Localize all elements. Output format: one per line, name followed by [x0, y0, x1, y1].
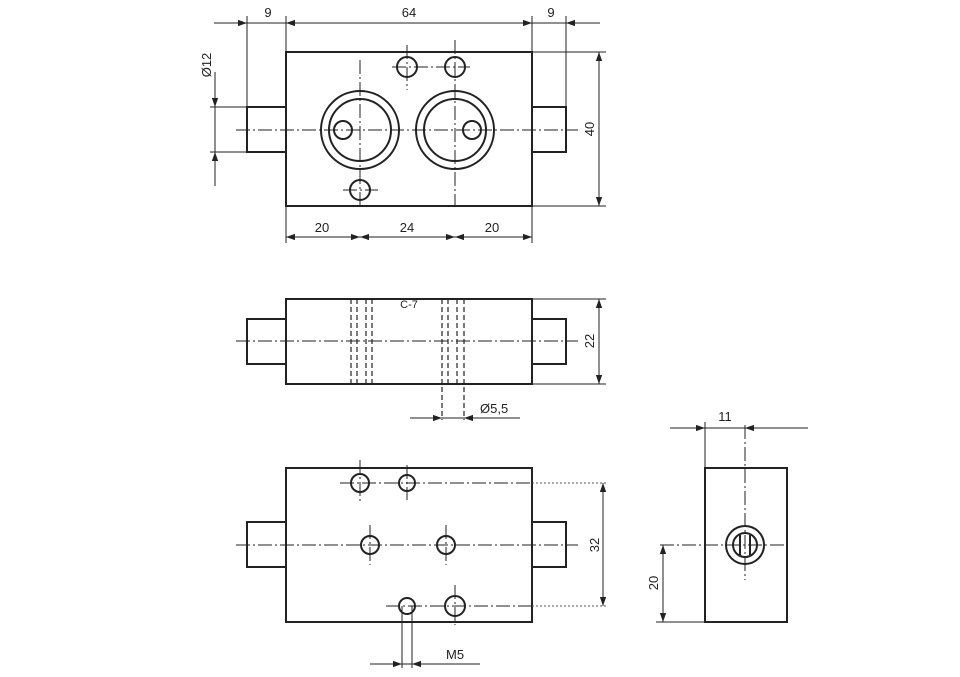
dim-end-width: 11 [718, 409, 732, 424]
end-view-port-inner [732, 532, 758, 558]
top-view: 9 64 9 Ø12 40 20 24 20 [199, 5, 606, 243]
end-view: 11 20 [646, 409, 808, 623]
top-view-port-right-outer [415, 90, 495, 170]
dim-top-right-offset: 9 [547, 5, 554, 20]
bottom-view: 32 M5 [236, 460, 608, 668]
cut-label: C-7 [400, 299, 418, 311]
dim-overall-length: 64 [402, 5, 416, 20]
side-view: C-7 22 Ø5,5 [236, 298, 606, 422]
top-view-port-left-inner [328, 98, 392, 162]
dim-port-diameter: Ø12 [199, 53, 214, 78]
dim-hole-diameter: Ø5,5 [480, 401, 508, 416]
dim-spacing-right: 20 [485, 220, 499, 235]
dim-bottom-hole-span: 32 [587, 538, 602, 552]
dim-top-left-offset: 9 [264, 5, 271, 20]
top-view-port-left-outer [320, 90, 400, 170]
end-view-port-outer [725, 525, 765, 565]
dim-end-height: 20 [646, 576, 661, 590]
dim-side-height: 22 [582, 334, 597, 348]
thread-hole [398, 597, 416, 615]
dim-thread: M5 [446, 647, 464, 662]
top-view-port-right-inner [423, 98, 487, 162]
dim-spacing-left: 20 [315, 220, 329, 235]
dim-spacing-middle: 24 [400, 220, 414, 235]
top-view-body [285, 51, 533, 207]
dim-body-height: 40 [582, 122, 597, 136]
